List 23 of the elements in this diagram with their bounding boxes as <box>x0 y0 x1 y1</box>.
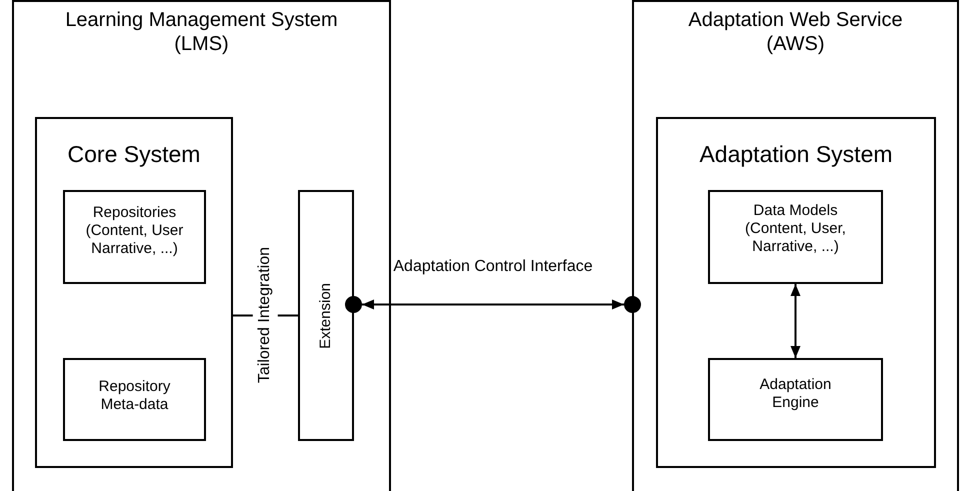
component-label: Repositories (Content, User Narrative, ...) <box>84 204 184 258</box>
component-label: Repository Meta-data <box>98 378 172 414</box>
edge-label: Adaptation Control Interface <box>393 256 593 278</box>
extension-box <box>298 190 354 441</box>
interface-dot <box>624 296 641 313</box>
system-title: Core System <box>66 141 202 169</box>
system-title: Learning Management System (LMS) <box>64 8 339 56</box>
component-label: Extension <box>317 282 335 348</box>
system-title: Adaptation System <box>698 141 894 169</box>
system-title: Adaptation Web Service (AWS) <box>687 8 904 56</box>
edge-label: Tailored Integration <box>253 247 278 384</box>
interface-dot <box>345 296 362 313</box>
component-label: Adaptation Engine <box>758 376 832 412</box>
component-box <box>63 190 206 284</box>
component-label: Data Models (Content, User, Narrative, ...) <box>744 202 847 256</box>
subsystem-box <box>35 117 233 468</box>
double-arrow <box>362 300 624 310</box>
component-box <box>63 358 206 441</box>
double-arrow <box>790 284 800 358</box>
component-box <box>708 190 883 284</box>
system-frame <box>632 0 959 491</box>
component-box <box>708 358 883 441</box>
subsystem-box <box>656 117 936 468</box>
